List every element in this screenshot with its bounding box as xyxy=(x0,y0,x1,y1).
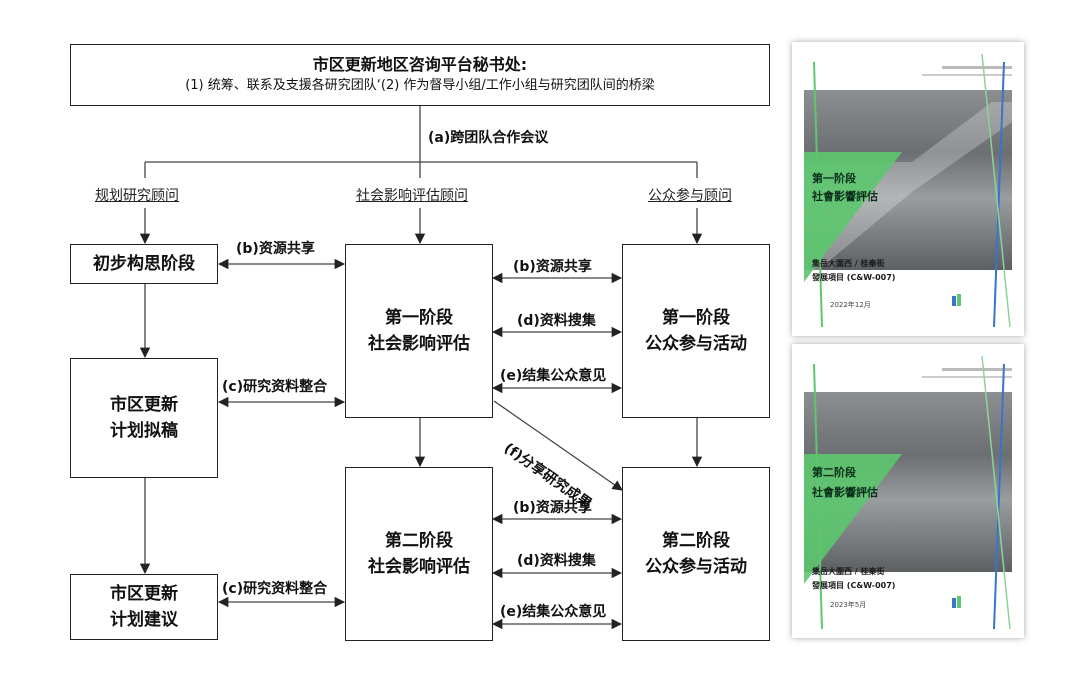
link-label-b-left: (b)资源共享 xyxy=(236,241,315,257)
box-sia-stage-1-line-2: 社会影响评估 xyxy=(368,334,470,354)
box-plan-draft: 市区更新 计划拟稿 xyxy=(70,358,218,478)
cover-header-text-2 xyxy=(922,74,1012,76)
link-label-d-stage-2: (d)资料搜集 xyxy=(517,553,596,569)
cover-project-line-1: 集岳大圍西 / 桂秦街 xyxy=(812,567,885,576)
cover-project-line-2: 發展項目 (C&W-007) xyxy=(812,273,896,282)
cover-header-text xyxy=(942,66,1012,69)
consultant-public-engagement: 公众参与顾问 xyxy=(648,188,732,204)
box-initial-concept-line-1: 初步构思阶段 xyxy=(93,254,195,274)
cover-date: 2023年5月 xyxy=(830,601,867,609)
publisher-logo-icon xyxy=(952,596,961,608)
cover-title: 第二阶段 xyxy=(812,466,856,479)
box-pe-stage-1-line-1: 第一阶段 xyxy=(662,308,730,328)
box-plan-draft-line-2: 计划拟稿 xyxy=(110,421,178,441)
box-sia-stage-1: 第一阶段 社会影响评估 xyxy=(345,244,493,418)
secretariat-box: 市区更新地区咨询平台秘书处: (1) 统筹、联系及支援各研究团队‘(2) 作为督… xyxy=(70,44,770,106)
secretariat-title: 市区更新地区咨询平台秘书处: xyxy=(312,55,528,74)
cover-project-line-1: 集岳大圍西 / 桂秦街 xyxy=(812,259,885,268)
consultant-planning: 规划研究顾问 xyxy=(95,188,179,204)
cover-header-text-2 xyxy=(922,376,1012,378)
cover-decoration xyxy=(804,53,1012,328)
cover-title: 第一阶段 xyxy=(812,172,856,185)
link-label-b-stage-2: (b)资源共享 xyxy=(513,500,592,516)
cover-decoration xyxy=(804,355,1011,630)
link-label-e-stage-1: (e)结集公众意见 xyxy=(500,368,607,384)
link-label-a: (a)跨团队合作会议 xyxy=(428,130,549,146)
box-plan-proposal-line-2: 计划建议 xyxy=(110,610,178,630)
box-plan-proposal: 市区更新 计划建议 xyxy=(70,574,218,640)
link-label-e-stage-2: (e)结集公众意见 xyxy=(500,604,607,620)
cover-project-line-2: 發展項目 (C&W-007) xyxy=(812,581,896,590)
box-pe-stage-2-line-1: 第二阶段 xyxy=(662,531,730,551)
publisher-logo-icon xyxy=(952,294,961,306)
cover-header-text xyxy=(942,368,1012,371)
cover-subtitle: 社會影響評估 xyxy=(812,190,878,203)
box-pe-stage-2: 第二阶段 公众参与活动 xyxy=(622,467,770,641)
box-pe-stage-1-line-2: 公众参与活动 xyxy=(645,334,747,354)
box-plan-draft-line-1: 市区更新 xyxy=(110,395,178,415)
link-label-c-lower: (c)研究资料整合 xyxy=(222,581,328,597)
link-label-b-stage-1: (b)资源共享 xyxy=(513,259,592,275)
box-plan-proposal-line-1: 市区更新 xyxy=(110,584,178,604)
box-sia-stage-1-line-1: 第一阶段 xyxy=(385,308,453,328)
report-cover-stage-2: 第二阶段 社會影響評估 集岳大圍西 / 桂秦街 發展項目 (C&W-007) 2… xyxy=(792,344,1024,638)
box-pe-stage-1: 第一阶段 公众参与活动 xyxy=(622,244,770,418)
box-initial-concept: 初步构思阶段 xyxy=(70,244,218,284)
box-sia-stage-2-line-2: 社会影响评估 xyxy=(368,557,470,577)
consultant-social-impact: 社会影响评估顾问 xyxy=(356,188,468,204)
cover-date: 2022年12月 xyxy=(830,301,871,309)
link-label-d-stage-1: (d)资料搜集 xyxy=(517,313,596,329)
link-label-c-upper: (c)研究资料整合 xyxy=(222,379,328,395)
report-cover-stage-1: 第一阶段 社會影響評估 集岳大圍西 / 桂秦街 發展項目 (C&W-007) 2… xyxy=(792,42,1024,336)
box-sia-stage-2-line-1: 第二阶段 xyxy=(385,531,453,551)
cover-subtitle: 社會影響評估 xyxy=(812,486,878,499)
box-pe-stage-2-line-2: 公众参与活动 xyxy=(645,557,747,577)
secretariat-duties: (1) 统筹、联系及支援各研究团队‘(2) 作为督导小组/工作小组与研究团队间的… xyxy=(185,78,655,93)
box-sia-stage-2: 第二阶段 社会影响评估 xyxy=(345,467,493,641)
